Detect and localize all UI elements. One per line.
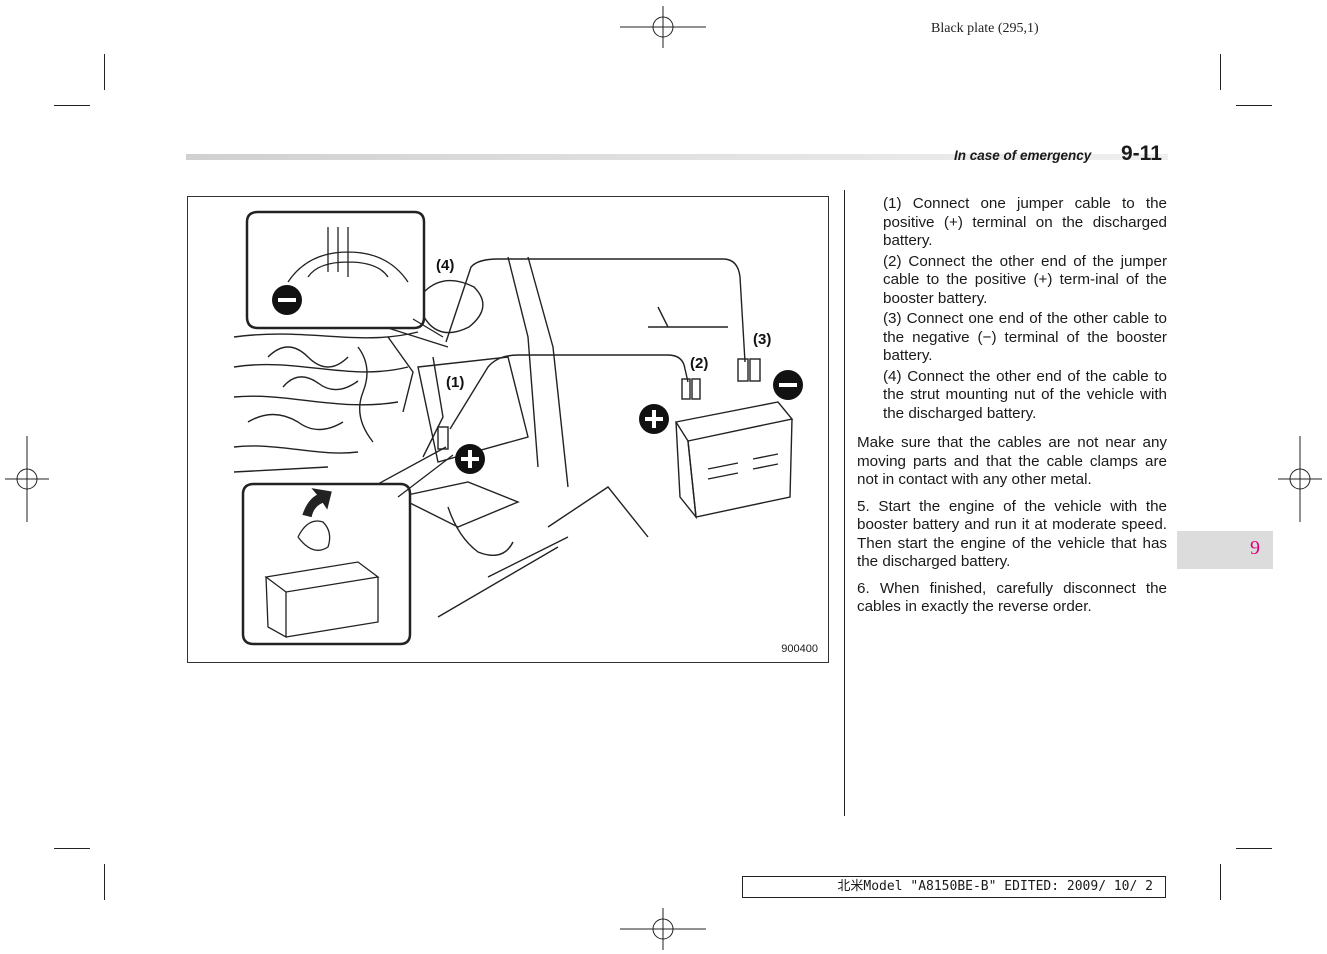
- figure-label-1: (1): [446, 374, 464, 391]
- connection-steps: (1) Connect one jumper cable to the posi…: [883, 195, 1167, 425]
- figure-label-4: (4): [436, 257, 454, 274]
- registration-mark-right: [1278, 436, 1322, 522]
- figure-label-2: (2): [690, 355, 708, 372]
- step-1: (1) Connect one jumper cable to the posi…: [883, 195, 1167, 249]
- step-4: (4) Connect the other end of the cable t…: [883, 367, 1167, 422]
- step-5: 5. Start the engine of the vehicle with …: [857, 497, 1167, 571]
- step-2: (2) Connect the other end of the jumper …: [883, 252, 1167, 307]
- figure-code: 900400: [781, 643, 818, 655]
- page-number: 9-11: [1121, 142, 1162, 165]
- step-3: (3) Connect one end of the other cable t…: [883, 310, 1167, 364]
- caution-paragraph: Make sure that the cables are not near a…: [857, 434, 1167, 488]
- section-title: In case of emergency: [954, 148, 1092, 163]
- footer-edit-info: 北米Model "A8150BE-B" EDITED: 2009/ 10/ 2: [742, 876, 1166, 898]
- engine-bay-drawing: (4) (3) (2) (1): [233, 210, 803, 646]
- instructions-text: Make sure that the cables are not near a…: [857, 434, 1167, 619]
- header-bar: [186, 154, 1168, 160]
- chapter-number: 9: [1250, 537, 1260, 559]
- registration-mark-bottom: [620, 908, 706, 950]
- plate-info: Black plate (295,1): [931, 21, 1039, 36]
- column-divider: [844, 190, 845, 816]
- registration-mark-left: [5, 436, 49, 522]
- jump-start-illustration: (4) (3) (2) (1) 900400: [187, 196, 829, 663]
- step-6: 6. When finished, carefully disconnect t…: [857, 579, 1167, 616]
- figure-label-3: (3): [753, 331, 771, 348]
- chapter-tab: 9: [1177, 531, 1273, 569]
- registration-mark-top: [620, 6, 706, 48]
